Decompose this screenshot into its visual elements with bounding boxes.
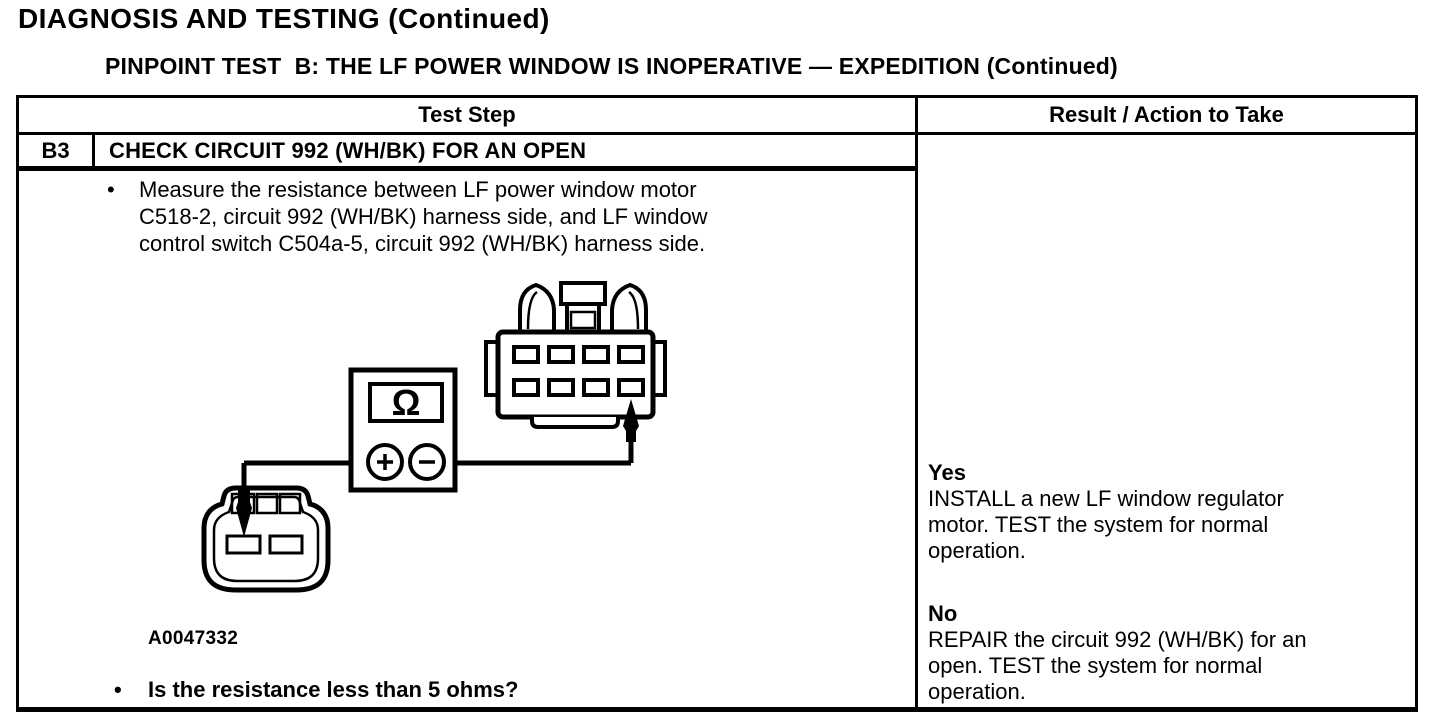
table-header-row: Test Step Result / Action to Take (19, 98, 1415, 135)
minus-terminal-icon (408, 443, 446, 481)
column-header-result-action: Result / Action to Take (1049, 102, 1284, 127)
probe-tip-icon (236, 490, 252, 537)
question-bullet-item: • Is the resistance less than 5 ohms? (114, 676, 518, 703)
step-body: • Measure the resistance between LF powe… (19, 171, 915, 707)
yes-result-block: Yes INSTALL a new LF window regulator mo… (928, 460, 1328, 564)
column-header-test-step: Test Step (19, 98, 918, 132)
result-action-cell: Yes INSTALL a new LF window regulator mo… (918, 135, 1415, 707)
figure-reference-label: A0047332 (148, 628, 239, 649)
pinpoint-test-subtitle: PINPOINT TEST B: THE LF POWER WINDOW IS … (105, 53, 1118, 79)
no-result-block: No REPAIR the circuit 992 (WH/BK) for an… (928, 601, 1328, 705)
connector-tab (255, 492, 279, 515)
table-body-row: B3 CHECK CIRCUIT 992 (WH/BK) FOR AN OPEN… (19, 135, 1415, 707)
connector-pin (268, 534, 304, 555)
window-switch-connector (484, 281, 667, 429)
yes-action-text: INSTALL a new LF window regulator motor.… (928, 486, 1284, 563)
instruction-bullet-item: • Measure the resistance between LF powe… (107, 176, 749, 257)
no-action-text: REPAIR the circuit 992 (WH/BK) for an op… (928, 627, 1307, 704)
step-title: CHECK CIRCUIT 992 (WH/BK) FOR AN OPEN (109, 137, 587, 163)
question-text: Is the resistance less than 5 ohms? (148, 677, 519, 702)
window-motor-connector (201, 485, 331, 593)
probe-tip-icon (623, 399, 639, 442)
bullet-icon: • (107, 177, 115, 202)
ohm-symbol: Ω (392, 382, 421, 423)
yes-label: Yes (928, 460, 966, 485)
step-title-row: B3 CHECK CIRCUIT 992 (WH/BK) FOR AN OPEN (19, 135, 915, 171)
test-lead-wires (241, 436, 634, 498)
no-label: No (928, 601, 958, 626)
step-id: B3 (19, 135, 95, 166)
page-title: DIAGNOSIS AND TESTING (Continued) (18, 3, 550, 34)
ohmmeter-test-diagram: Ω (201, 281, 667, 593)
ohmmeter: Ω (348, 367, 458, 493)
pinpoint-test-table: Test Step Result / Action to Take B3 CHE… (16, 95, 1418, 712)
instruction-text: Measure the resistance between LF power … (139, 177, 708, 256)
plus-terminal-icon (366, 443, 404, 481)
bullet-icon: • (114, 677, 122, 702)
connector-tab (278, 492, 302, 515)
test-step-cell: B3 CHECK CIRCUIT 992 (WH/BK) FOR AN OPEN… (19, 135, 918, 707)
ohmmeter-display (368, 382, 444, 423)
connector-pin (225, 534, 262, 555)
